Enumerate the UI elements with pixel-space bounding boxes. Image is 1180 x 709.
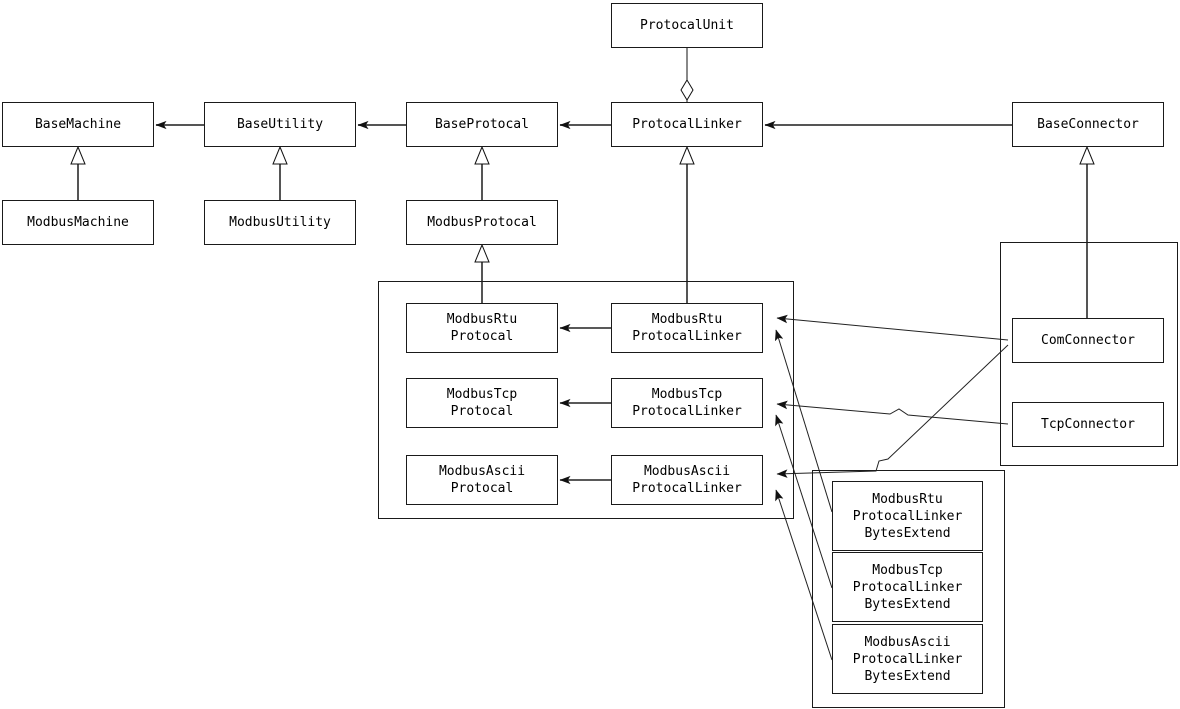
edge-modbus-protocal-inheritance: [474, 145, 490, 200]
class-box-modbus-protocal[interactable]: ModbusProtocal: [406, 200, 558, 245]
edge-modbus-utility-inheritance: [272, 145, 288, 200]
edge-com-connector-to-rtu-linker: [776, 314, 1009, 341]
class-box-tcp-connector[interactable]: TcpConnector: [1012, 402, 1164, 447]
class-box-modbus-tcp-protocal-linker[interactable]: ModbusTcp ProtocalLinker: [611, 378, 763, 428]
edge-modbus-rtu-linker-inheritance: [679, 145, 695, 303]
edge-com-connector-to-ascii-linker: [776, 344, 1009, 478]
class-box-modbus-ascii-linker-bytes-extend[interactable]: ModbusAscii ProtocalLinker BytesExtend: [832, 624, 983, 694]
class-box-modbus-utility[interactable]: ModbusUtility: [204, 200, 356, 245]
class-box-modbus-rtu-protocal-linker[interactable]: ModbusRtu ProtocalLinker: [611, 303, 763, 353]
class-box-com-connector[interactable]: ComConnector: [1012, 318, 1164, 363]
edge-tcp-connector-to-tcp-linker: [776, 400, 1009, 425]
class-box-base-utility[interactable]: BaseUtility: [204, 102, 356, 147]
class-box-modbus-rtu-linker-bytes-extend[interactable]: ModbusRtu ProtocalLinker BytesExtend: [832, 481, 983, 551]
class-box-modbus-ascii-protocal-linker[interactable]: ModbusAscii ProtocalLinker: [611, 455, 763, 505]
class-box-modbus-tcp-protocal[interactable]: ModbusTcp Protocal: [406, 378, 558, 428]
class-box-protocal-unit[interactable]: ProtocalUnit: [611, 3, 763, 48]
class-box-modbus-tcp-linker-bytes-extend[interactable]: ModbusTcp ProtocalLinker BytesExtend: [832, 552, 983, 622]
class-box-protocal-linker[interactable]: ProtocalLinker: [611, 102, 763, 147]
class-box-base-machine[interactable]: BaseMachine: [2, 102, 154, 147]
class-box-base-connector[interactable]: BaseConnector: [1012, 102, 1164, 147]
class-box-modbus-ascii-protocal[interactable]: ModbusAscii Protocal: [406, 455, 558, 505]
class-box-modbus-machine[interactable]: ModbusMachine: [2, 200, 154, 245]
edge-modbus-machine-inheritance: [70, 145, 86, 200]
class-box-modbus-rtu-protocal[interactable]: ModbusRtu Protocal: [406, 303, 558, 353]
class-box-base-protocal[interactable]: BaseProtocal: [406, 102, 558, 147]
edge-protocal-unit-aggregation: [680, 48, 694, 102]
